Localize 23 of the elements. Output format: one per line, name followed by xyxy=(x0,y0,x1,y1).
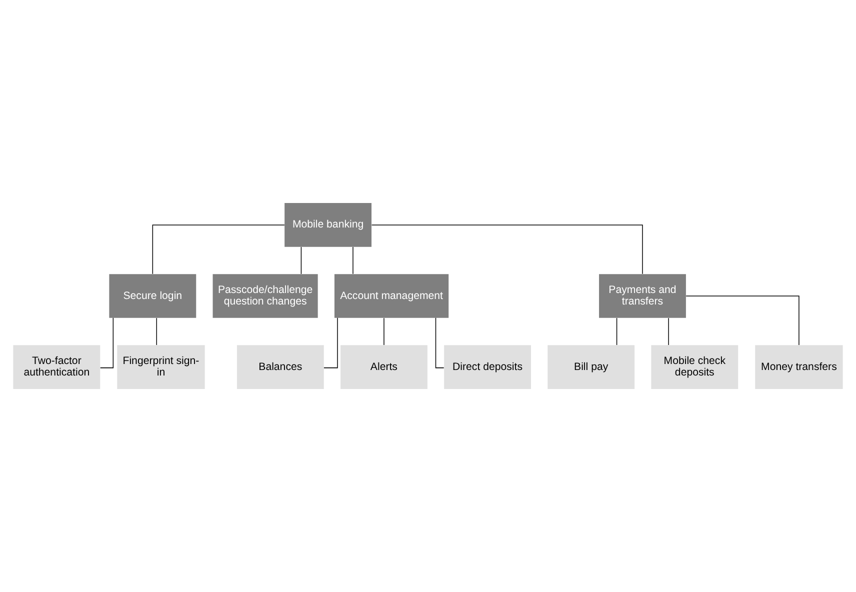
connector xyxy=(371,224,643,274)
node-box: Mobile banking xyxy=(284,203,372,247)
node-box: Bill pay xyxy=(548,345,635,389)
node-box: Money transfers xyxy=(755,345,843,389)
node-box: Secure login xyxy=(109,274,196,318)
connector xyxy=(152,224,285,274)
node-box: Alerts xyxy=(340,345,428,389)
connector xyxy=(668,318,669,346)
node-box: Payments and transfers xyxy=(599,274,686,318)
node-box: Direct deposits xyxy=(444,345,531,389)
node-box: Balances xyxy=(236,345,324,389)
connector xyxy=(156,318,157,346)
node-box: Fingerprint sign-in xyxy=(117,345,205,389)
node-box: Passcode/challenge question changes xyxy=(212,274,318,318)
node-box: Two-factor authentication xyxy=(13,345,100,389)
connector xyxy=(616,318,618,346)
connector xyxy=(300,246,302,274)
node-box: Mobile check deposits xyxy=(651,345,738,389)
node-box: Account management xyxy=(334,274,449,318)
connector xyxy=(435,318,444,368)
connector xyxy=(686,296,800,346)
connector xyxy=(324,318,338,368)
connector xyxy=(352,246,354,274)
